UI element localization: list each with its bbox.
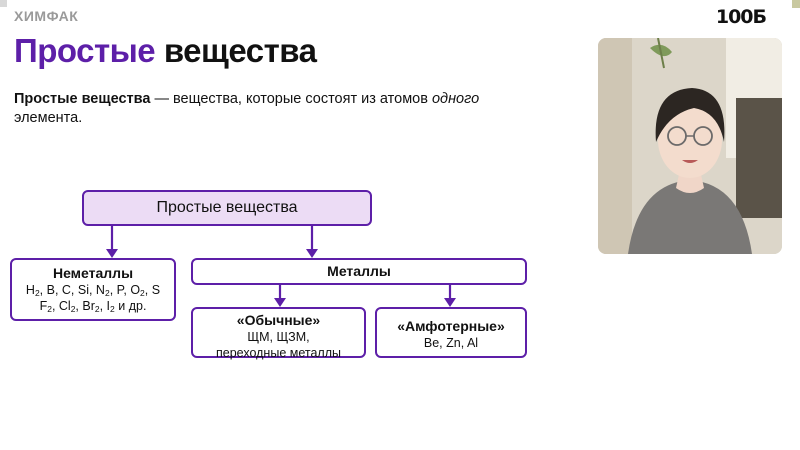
presenter-image [598, 38, 782, 254]
definition-body: — вещества, которые состоят из атомов [150, 91, 432, 107]
formula-subscript: 2 [34, 288, 40, 298]
node-nonmetals-line1: H2, B, C, Si, N2, P, O2, S [25, 283, 161, 298]
window-corner-right [792, 0, 800, 8]
arrowhead-nonmetals [106, 249, 118, 258]
node-ordinary-metals: «Обычные» ЩМ, ЩЗМ, переходные металлы [191, 307, 366, 360]
brand-logo: 100Б [715, 6, 767, 28]
formula-subscript: 2 [94, 304, 100, 314]
arrowhead-metals [306, 249, 318, 258]
node-ordinary-title: «Обычные» [236, 312, 321, 328]
definition-term: Простые вещества [14, 91, 151, 107]
node-ordinary-line1: ЩМ, ЩЗМ, [247, 330, 310, 344]
node-simple-substances: Простые вещества [82, 190, 372, 226]
formula-subscript: 2 [70, 304, 76, 314]
node-amphoteric-title: «Амфотерные» [397, 318, 505, 334]
node-nonmetals-title: Неметаллы [52, 265, 134, 281]
node-metals: Металлы [191, 258, 527, 285]
definition-text: Простые вещества — вещества, которые сос… [14, 90, 484, 128]
node-amphoteric-metals: «Амфотерные» Be, Zn, Al [375, 307, 527, 358]
node-nonmetals: Неметаллы H2, B, C, Si, N2, P, O2, S F2,… [10, 258, 176, 321]
arrowhead-amphoteric [444, 298, 456, 307]
formula-subscript: 2 [110, 304, 115, 314]
formula-subscript: 2 [47, 304, 52, 314]
window-corner-left [0, 0, 7, 7]
node-amphoteric-line1: Be, Zn, Al [423, 336, 479, 350]
slide-title-rest: вещества [155, 32, 317, 69]
definition-italic: одного [431, 91, 480, 107]
definition-end: элемент­а. [14, 110, 83, 126]
slide-title-accent: Простые [14, 32, 156, 69]
node-ordinary-line2: переходные металлы [216, 346, 341, 360]
node-nonmetals-line2: F2, Cl2, Br2, I2 и др. [39, 299, 147, 314]
formula-subscript: 2 [104, 288, 110, 298]
subject-label: ХИМФАК [14, 8, 79, 24]
arrowhead-ordinary [274, 298, 286, 307]
slide-title: Простые вещества [14, 32, 317, 70]
presenter-video [598, 38, 782, 254]
formula-subscript: 2 [140, 288, 145, 298]
